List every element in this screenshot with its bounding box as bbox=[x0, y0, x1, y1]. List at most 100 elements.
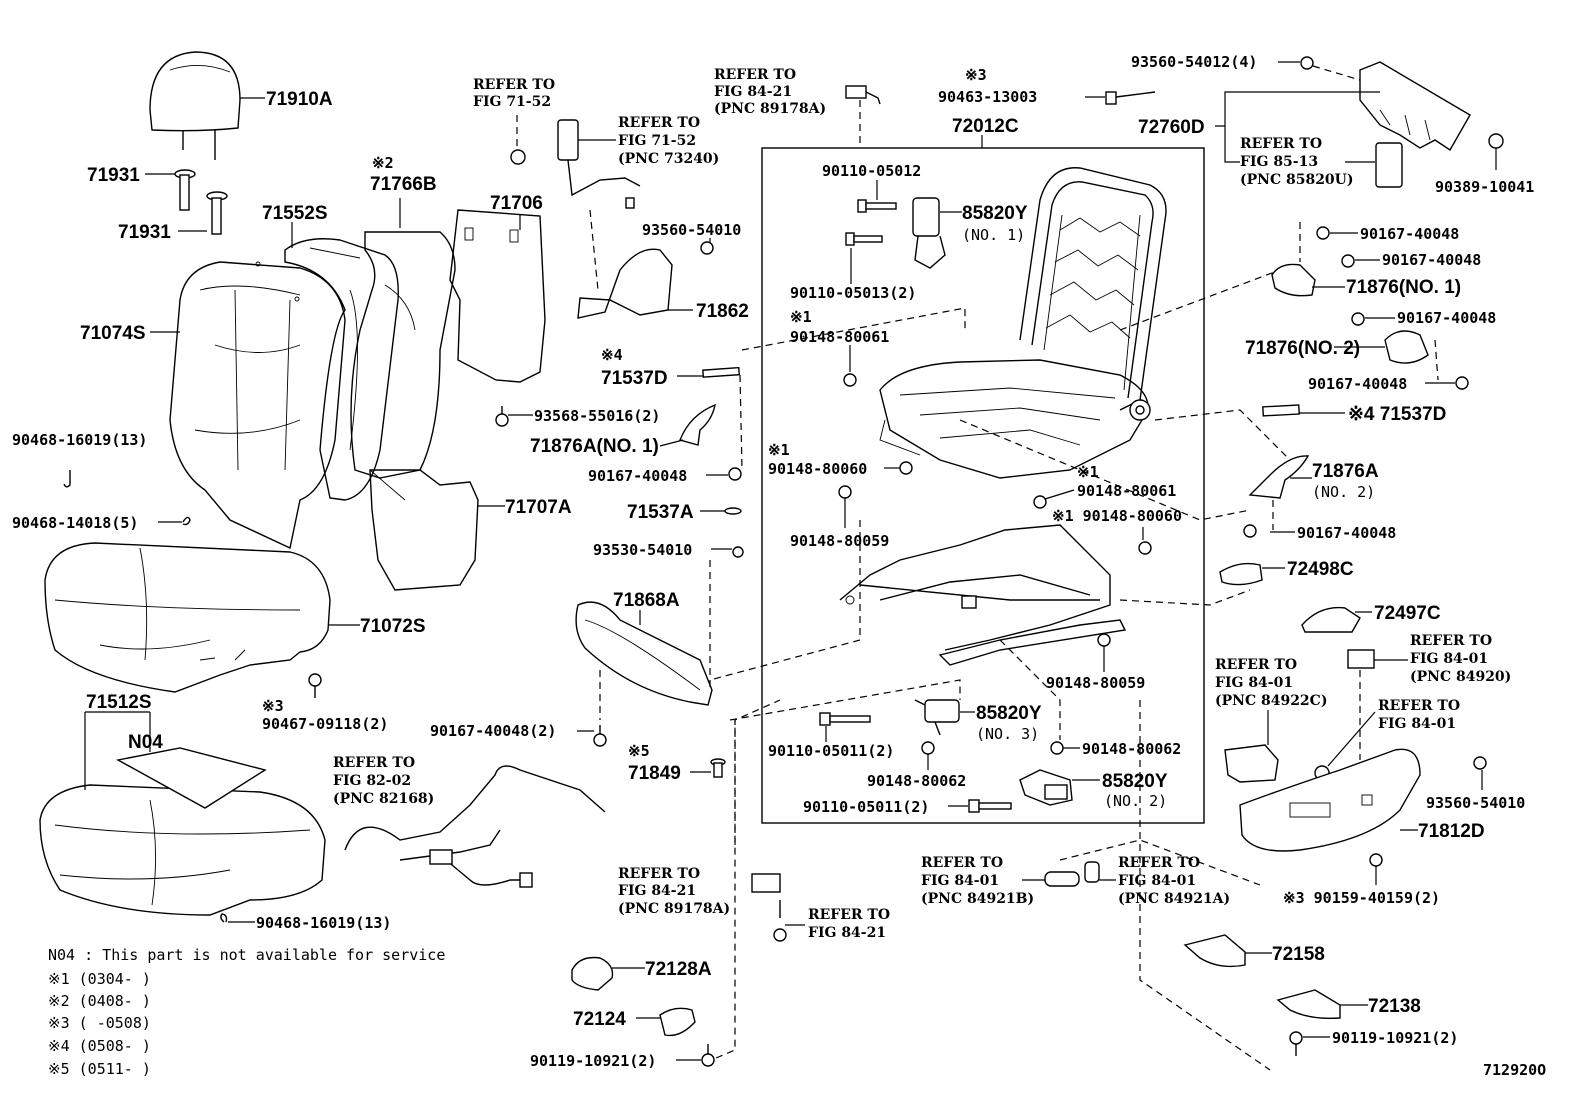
refer-84-01b-line2: FIG 84-01 bbox=[1215, 675, 1293, 691]
part-label-mark: ※5 bbox=[628, 742, 650, 760]
part-label: 90468-16019(13) bbox=[256, 914, 391, 932]
part-label: 85820Y bbox=[976, 703, 1042, 724]
cap-71537a bbox=[724, 507, 742, 515]
part-label: 71849 bbox=[628, 763, 681, 784]
part-label: 72158 bbox=[1272, 944, 1325, 965]
bolt-icon bbox=[701, 1044, 715, 1067]
part-label: 72128A bbox=[645, 959, 712, 980]
part-label-no: (NO. 2) bbox=[1104, 792, 1167, 810]
refer-82-02-line2: FIG 82-02 bbox=[333, 773, 411, 789]
part-label: 93530-54010 bbox=[593, 541, 692, 559]
note-m5: ※5 (0511- ) bbox=[48, 1060, 151, 1078]
part-label: 90110-05012 bbox=[822, 162, 921, 180]
refer-84-01d-line2: FIG 84-01 bbox=[921, 873, 999, 889]
connector-icon bbox=[845, 85, 881, 105]
part-label: 90110-05011(2) bbox=[803, 798, 929, 816]
note-m1: ※1 (0304- ) bbox=[48, 970, 151, 988]
cover-71868a bbox=[575, 601, 713, 706]
part-label-no: (NO. 1) bbox=[962, 226, 1025, 244]
cushion-cover-71072s bbox=[44, 542, 331, 693]
bracket-72498c bbox=[1219, 562, 1263, 586]
hog-ring-icon bbox=[63, 470, 71, 488]
leader bbox=[659, 439, 684, 447]
part-label: 90167-40048 bbox=[1297, 524, 1396, 542]
refer-84-01e-line3: (PNC 84921A) bbox=[1118, 891, 1230, 907]
headrest-support-71931 bbox=[174, 169, 228, 235]
screw-icon bbox=[700, 241, 714, 255]
part-label: 71931 bbox=[118, 222, 171, 243]
part-label: 93568-55016(2) bbox=[534, 407, 660, 425]
part-label: 93560-54010 bbox=[1426, 794, 1525, 812]
refer-85-13-line1: REFER TO bbox=[1240, 136, 1322, 152]
part-label-mark: ※1 bbox=[1077, 463, 1099, 481]
part-label: 90119-10921(2) bbox=[530, 1052, 656, 1070]
bolt-icon bbox=[968, 799, 1012, 813]
cap-72128a bbox=[571, 956, 614, 991]
cover-71876a-no2 bbox=[1248, 455, 1310, 499]
part-label: 72012C bbox=[952, 116, 1019, 137]
leader bbox=[1327, 711, 1376, 767]
part-label: 90110-05013(2) bbox=[790, 284, 916, 302]
part-label: 90467-09118(2) bbox=[262, 715, 388, 733]
bolt-icon bbox=[1033, 495, 1047, 509]
part-label: 71512S bbox=[86, 692, 152, 713]
refer-84-21a-line2: FIG 84-21 bbox=[714, 84, 792, 100]
part-label: ※1 90148-80060 bbox=[1052, 507, 1182, 525]
bolt-icon bbox=[838, 485, 852, 499]
bolt-icon bbox=[819, 712, 871, 726]
part-label: 90148-80062 bbox=[1082, 740, 1181, 758]
note-m2: ※2 (0408- ) bbox=[48, 992, 151, 1010]
refer-71-52b-line1: REFER TO bbox=[618, 115, 700, 131]
bolt-icon bbox=[1050, 741, 1064, 755]
refer-71-52a-line1: REFER TO bbox=[473, 77, 555, 93]
part-label: 72124 bbox=[573, 1009, 626, 1030]
part-label: 71862 bbox=[696, 301, 749, 322]
connector-icon bbox=[751, 873, 787, 942]
refer-84-01a-line2: FIG 84-01 bbox=[1410, 651, 1488, 667]
refer-82-02-line1: REFER TO bbox=[333, 755, 415, 771]
cover-71862 bbox=[577, 248, 673, 319]
switch-icon bbox=[1224, 744, 1279, 783]
part-label: 90468-16019(13) bbox=[12, 431, 147, 449]
bolt-icon bbox=[899, 461, 913, 475]
screw-icon bbox=[732, 546, 744, 558]
refer-82-02-line3: (PNC 82168) bbox=[333, 791, 434, 807]
leader bbox=[739, 374, 743, 471]
screw-icon bbox=[495, 406, 509, 427]
bolt-71849 bbox=[710, 758, 726, 778]
notes-block: N04 : This part is not available for ser… bbox=[48, 946, 445, 1078]
cover-72158 bbox=[1183, 934, 1246, 968]
screw-icon bbox=[1455, 376, 1469, 390]
part-label: 71876(NO. 2) bbox=[1245, 338, 1360, 359]
refer-85-13-line3: (PNC 85820U) bbox=[1240, 172, 1354, 188]
hog-ring-icon bbox=[220, 913, 228, 923]
nut-icon bbox=[1488, 133, 1504, 149]
part-label: 90110-05011(2) bbox=[768, 742, 894, 760]
seatback-cover-71074s bbox=[169, 261, 346, 550]
screw-icon bbox=[1341, 254, 1355, 268]
note-n04: N04 : This part is not available for ser… bbox=[48, 946, 445, 964]
part-label: 90148-80061 bbox=[1077, 482, 1176, 500]
motor-85820y-no1 bbox=[912, 197, 946, 269]
cover-71876a-no1 bbox=[679, 403, 716, 446]
leader bbox=[1119, 269, 1281, 331]
part-label: 90167-40048 bbox=[588, 467, 687, 485]
part-label: 90463-13003 bbox=[938, 88, 1037, 106]
cushion-pad-71512s bbox=[39, 784, 326, 916]
part-label: 90148-80061 bbox=[790, 328, 889, 346]
knob-icon bbox=[1044, 871, 1080, 887]
refer-84-21b-line3: (PNC 89178A) bbox=[618, 901, 730, 917]
bolt-icon bbox=[843, 373, 857, 387]
refer-71-52b-line3: (PNC 73240) bbox=[618, 151, 719, 167]
headrest-71910a bbox=[149, 51, 241, 160]
part-label: 71706 bbox=[490, 193, 543, 214]
part-label-no: (NO. 3) bbox=[976, 725, 1039, 743]
bolt-icon bbox=[1097, 633, 1111, 647]
part-label: N04 bbox=[128, 732, 163, 753]
note-m4: ※4 (0508- ) bbox=[48, 1037, 151, 1055]
part-label: 90389-10041 bbox=[1435, 178, 1534, 196]
part-label: 71876(NO. 1) bbox=[1346, 277, 1461, 298]
bar-71537d-right bbox=[1262, 404, 1300, 417]
screw-icon bbox=[1351, 312, 1365, 326]
